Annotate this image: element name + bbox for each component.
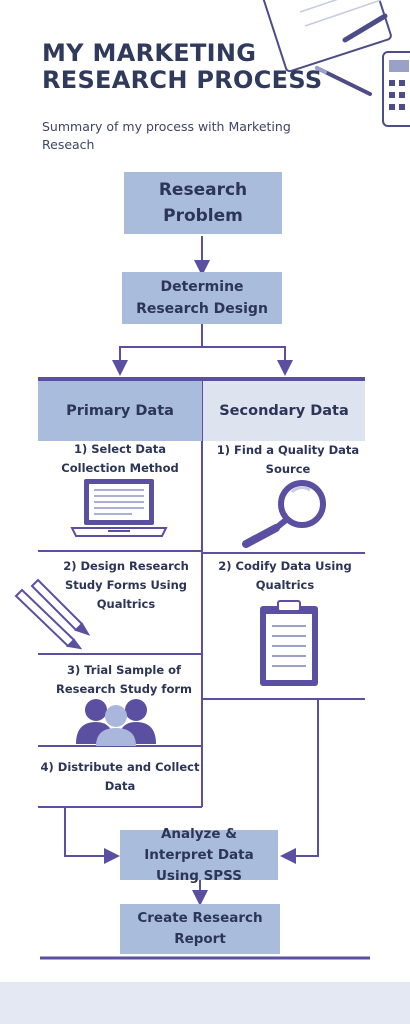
- secondary-data-label: Secondary Data: [219, 403, 349, 419]
- analyze-box: Analyze & Interpret Data Using SPSS: [120, 826, 278, 884]
- title-line-2: RESEARCH PROCESS: [42, 66, 323, 94]
- clipboard-icon: [260, 600, 318, 686]
- primary-step-2: 2) Design Research Study Forms Using Qua…: [63, 559, 189, 611]
- research-problem-box: Research Problem: [124, 172, 282, 234]
- secondary-data-heading: Secondary Data: [203, 381, 365, 441]
- pens-icon: [14, 578, 90, 650]
- determine-design-label: Determine Research Design: [136, 279, 268, 317]
- secondary-step-2: 2) Codify Data Using Qualtrics: [218, 559, 352, 592]
- primary-step-1: 1) Select Data Collection Method: [61, 442, 179, 475]
- laptop-icon: [70, 479, 168, 537]
- page-title: MY MARKETING RESEARCH PROCESS: [42, 40, 342, 94]
- primary-data-label: Primary Data: [66, 403, 174, 419]
- split-connector: [112, 324, 203, 376]
- report-label: Create Research Report: [137, 910, 263, 947]
- calculator-icon: [382, 51, 410, 127]
- people-group-icon: [76, 699, 156, 746]
- arrow-primary-to-analyze: [64, 807, 120, 864]
- magnifying-glass-icon: [242, 480, 326, 548]
- arrow-secondary-to-analyze: [280, 699, 319, 864]
- analyze-label: Analyze & Interpret Data Using SPSS: [144, 825, 254, 884]
- split-connector-right: [202, 346, 293, 376]
- report-box: Create Research Report: [120, 904, 280, 954]
- primary-step-4: 4) Distribute and Collect Data: [40, 760, 200, 793]
- title-line-1: MY MARKETING: [42, 39, 257, 67]
- primary-step-3: 3) Trial Sample of Research Study form: [56, 663, 192, 696]
- research-problem-label: Research Problem: [158, 180, 248, 226]
- page-subtitle: Summary of my process with Marketing Res…: [42, 119, 291, 152]
- notebook-pen-icon: [262, 0, 392, 73]
- determine-design-box: Determine Research Design: [122, 272, 282, 324]
- pen-icon: [315, 66, 372, 96]
- primary-data-heading: Primary Data: [38, 381, 202, 441]
- footer-band: [0, 982, 410, 1024]
- secondary-step-1: 1) Find a Quality Data Source: [216, 443, 360, 476]
- desk-decoration: [262, 0, 410, 127]
